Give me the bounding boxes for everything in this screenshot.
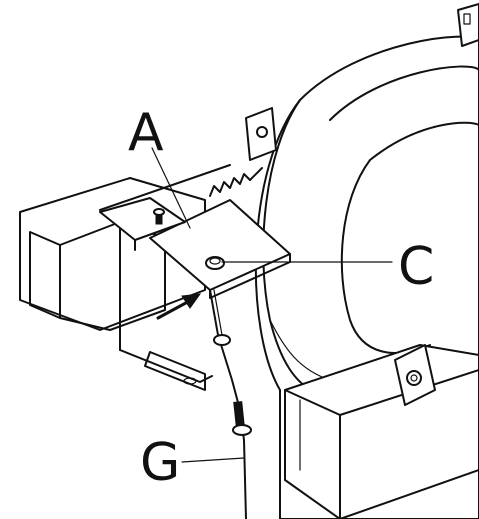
callout-label-a: A <box>128 103 164 163</box>
lever-plate <box>99 197 291 299</box>
pivot-screw <box>205 256 225 270</box>
tension-spring <box>209 167 263 197</box>
callout-label-g: G <box>140 433 180 493</box>
leader-line-a <box>151 147 191 229</box>
direction-arrow <box>156 293 202 320</box>
mounting-tab <box>245 107 277 161</box>
brake-cable <box>209 289 252 519</box>
leader-line-g <box>181 457 245 463</box>
pivot-bracket <box>394 344 436 406</box>
callout-label-c: C <box>398 237 434 297</box>
